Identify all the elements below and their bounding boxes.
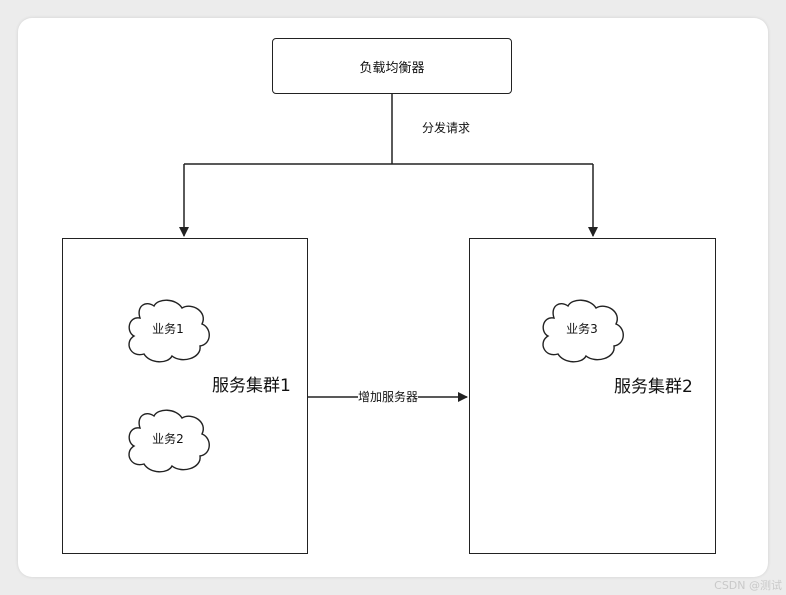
cloud-icon: [542, 299, 624, 363]
service-cluster-1: [62, 238, 308, 554]
service-cloud-2: 业务2: [122, 406, 214, 476]
cluster-1-label: 服务集群1: [212, 376, 291, 396]
load-balancer-label: 负载均衡器: [359, 60, 425, 76]
cluster-2-label: 服务集群2: [614, 377, 693, 397]
service-cloud-3: 业务3: [536, 296, 628, 366]
cloud-icon: [128, 299, 210, 363]
dispatch-request-label: 分发请求: [422, 119, 471, 136]
watermark: CSDN @测试: [714, 579, 782, 592]
add-server-label: 增加服务器: [358, 388, 419, 405]
diagram-canvas: 负载均衡器 分发请求 服务集群1 服务集群2 增加服务器 业务1 业务2 业务3: [18, 18, 768, 577]
load-balancer-node: 负载均衡器: [272, 38, 512, 94]
service-label: 业务2: [152, 432, 184, 446]
service-cloud-1: 业务1: [122, 296, 214, 366]
service-label: 业务3: [566, 322, 598, 336]
service-label: 业务1: [152, 322, 184, 336]
cloud-icon: [128, 409, 210, 473]
service-cluster-2: [469, 238, 716, 554]
